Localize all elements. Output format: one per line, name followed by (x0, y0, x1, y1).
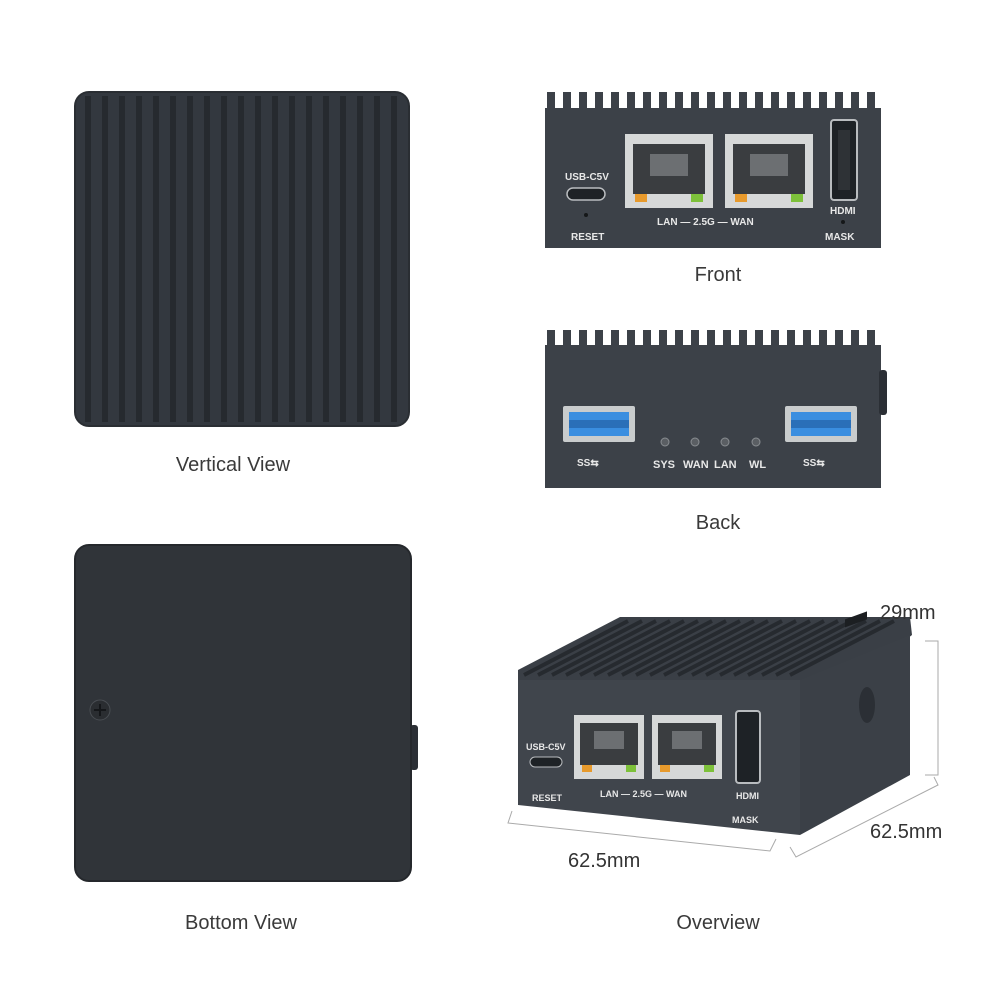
overview-image: USB-C5V RESET LAN — 2.5G — WAN HDMI MASK… (507, 602, 942, 872)
usb-c-label: USB-C5V (565, 172, 609, 183)
overview-usb-c-label: USB-C5V (526, 742, 566, 752)
dimension-height: 29mm (880, 602, 936, 624)
led-wan (690, 437, 700, 447)
back-view-image: SS⇆ SS⇆ SYS WAN LAN WL (545, 330, 887, 488)
overview-mask-label: MASK (732, 815, 759, 825)
usb-a-port-right (785, 406, 857, 442)
usb-c-port (566, 187, 606, 201)
lan-wan-label: LAN — 2.5G — WAN (657, 217, 754, 228)
led-sys (660, 437, 670, 447)
hdmi-label: HDMI (830, 206, 856, 217)
led-label-lan: LAN (714, 459, 737, 471)
caption-vertical-view: Vertical View (175, 454, 291, 476)
led-label-wan: WAN (683, 459, 709, 471)
caption-overview: Overview (676, 912, 760, 934)
dimension-lines (507, 640, 939, 858)
mask-label: MASK (825, 232, 855, 243)
caption-front: Front (694, 264, 742, 286)
led-label-wl: WL (749, 459, 766, 471)
bottom-view-image (74, 544, 418, 882)
vertical-view-image (74, 91, 410, 427)
led-label-sys: SYS (653, 459, 675, 471)
lan-port (625, 134, 713, 208)
superspeed-label-left: SS⇆ (577, 458, 599, 469)
led-lan (720, 437, 730, 447)
reset-label: RESET (571, 232, 604, 243)
superspeed-label-right: SS⇆ (803, 458, 825, 469)
caption-back: Back (695, 512, 741, 534)
overview-hdmi-label: HDMI (736, 791, 759, 801)
led-wl (751, 437, 761, 447)
hdmi-port (830, 119, 858, 201)
overview-hdmi-port (735, 710, 761, 784)
dimension-depth: 62.5mm (870, 821, 942, 843)
overview-lan-port (574, 715, 644, 779)
screw-icon (89, 699, 111, 721)
wan-port (725, 134, 813, 208)
caption-bottom-view: Bottom View (185, 912, 297, 934)
front-view-image: USB-C5V RESET LAN — 2.5G — WAN HDMI MASK (545, 92, 881, 248)
overview-lan-wan-label: LAN — 2.5G — WAN (600, 789, 687, 799)
overview-wan-port (652, 715, 722, 779)
dimension-width: 62.5mm (568, 850, 640, 872)
usb-a-port-left (563, 406, 635, 442)
overview-reset-label: RESET (532, 793, 563, 803)
